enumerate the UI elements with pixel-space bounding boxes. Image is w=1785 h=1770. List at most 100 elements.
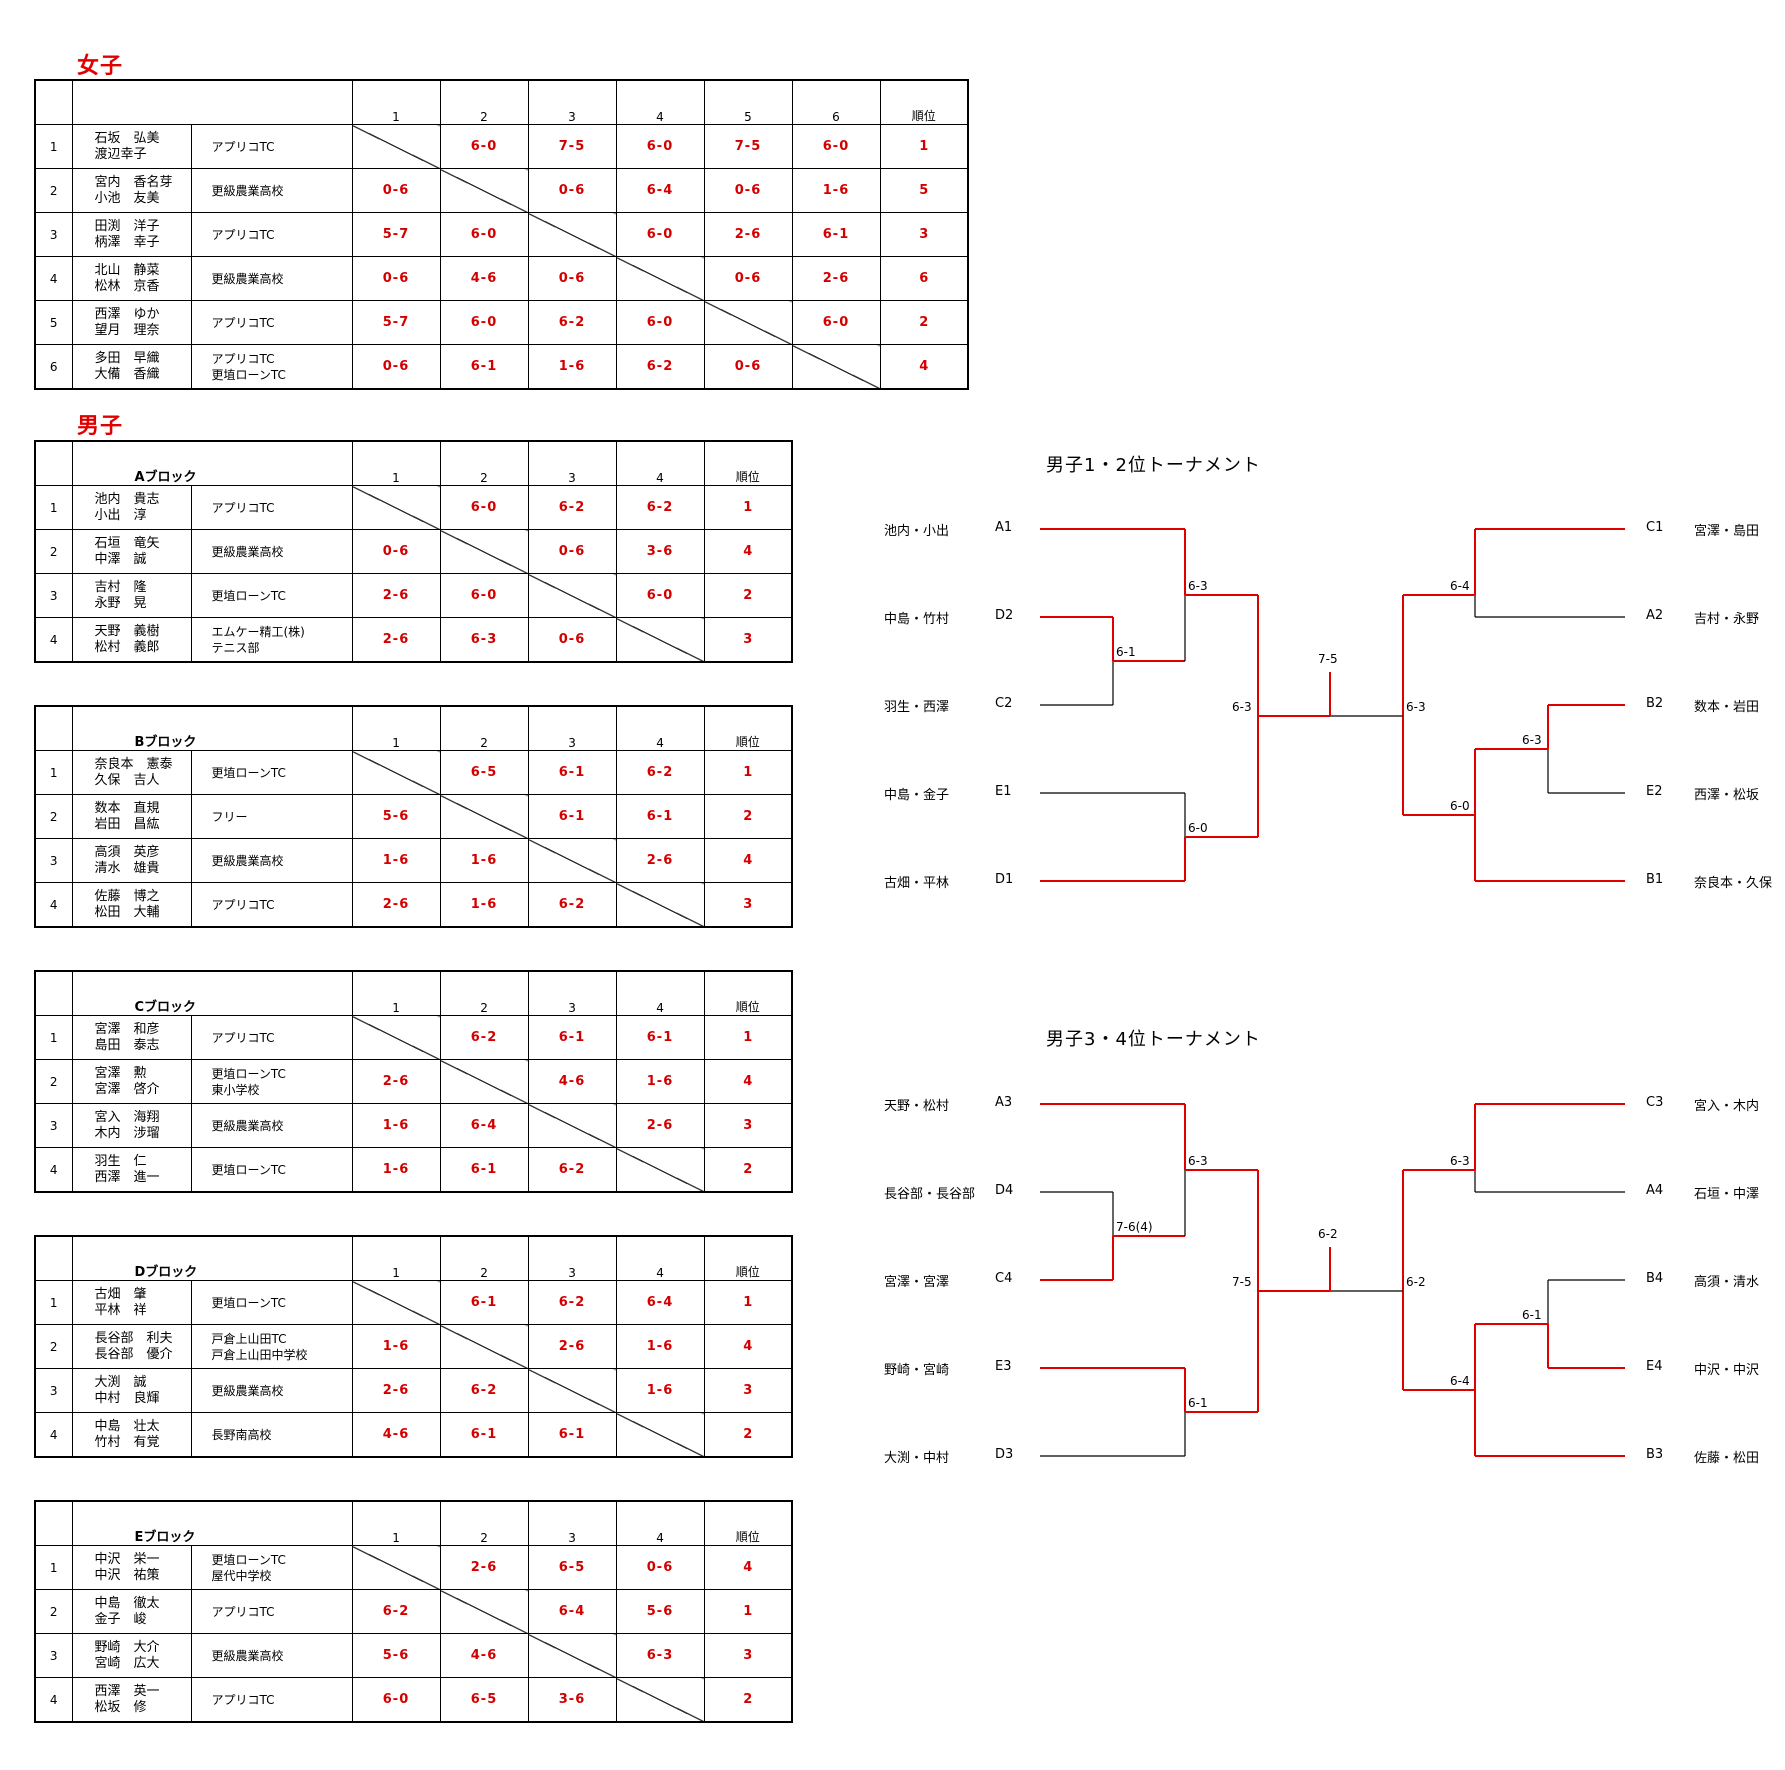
- player-2: 島田 泰志: [94, 1037, 160, 1053]
- score-cell: 2-6: [615, 838, 705, 883]
- club-names: 更級農業高校: [190, 1633, 353, 1678]
- left-seed: A1: [995, 520, 1013, 535]
- score-cell: 6-5: [439, 1677, 529, 1723]
- right-team-name: 宮澤・島田: [1694, 524, 1760, 539]
- score-cell: 6-3: [439, 617, 529, 663]
- right-team-name: 西澤・松坂: [1694, 788, 1760, 803]
- score-cell: 6-1: [791, 212, 881, 257]
- header-opponent-4: 4: [615, 440, 705, 486]
- score-cell: 5-6: [351, 1633, 441, 1678]
- score-cell: 6-2: [615, 485, 705, 530]
- row-index: 3: [34, 838, 73, 883]
- score-cell: 1-6: [351, 1103, 441, 1148]
- club-names: エムケー精工(株)テニス部: [190, 617, 353, 663]
- club-1: アプリコTC: [211, 1692, 275, 1707]
- club-names: 更埴ローンTC: [190, 1147, 353, 1193]
- player-2: 松田 大輔: [94, 904, 160, 920]
- self-match-cell: [351, 1280, 441, 1325]
- rank-cell: 4: [703, 1059, 793, 1104]
- rank-cell: 2: [703, 794, 793, 839]
- score-cell: 6-0: [439, 485, 529, 530]
- women-section-title: 女子: [77, 54, 124, 79]
- score-cell: 4-6: [527, 1059, 617, 1104]
- player-names: 宮内 香名芽小池 友美: [71, 168, 192, 213]
- club-1: 更埴ローンTC: [211, 765, 286, 780]
- score-cell: 2-6: [351, 1368, 441, 1413]
- men-section-title: 男子: [77, 414, 124, 439]
- player-2: 松林 京香: [94, 278, 160, 294]
- self-match-cell: [527, 573, 617, 618]
- score-label: 6-3: [1188, 1154, 1208, 1168]
- header-rank: 順位: [703, 705, 793, 751]
- self-match-cell: [527, 1103, 617, 1148]
- header-opponent-1: 1: [351, 440, 441, 486]
- score-label: 6-2: [1318, 1227, 1338, 1241]
- score-cell: 0-6: [527, 529, 617, 574]
- score-cell: 0-6: [351, 529, 441, 574]
- player-1: 西澤 英一: [94, 1683, 160, 1699]
- header-opponent-3: 3: [527, 1500, 617, 1546]
- row-index: 2: [34, 1324, 73, 1369]
- score-cell: 2-6: [791, 256, 881, 301]
- header-index-cell: [34, 1235, 73, 1281]
- player-1: 田渕 洋子: [94, 218, 160, 234]
- left-seed: D4: [995, 1183, 1014, 1198]
- club-names: 更埴ローンTC: [190, 750, 353, 795]
- block-name: Aブロック: [71, 440, 353, 486]
- player-2: 望月 理奈: [94, 322, 160, 338]
- player-names: 羽生 仁西澤 進一: [71, 1147, 192, 1193]
- header-opponent-2: 2: [439, 970, 529, 1016]
- rank-cell: 3: [703, 617, 793, 663]
- rank-cell: 1: [703, 485, 793, 530]
- player-1: 古畑 肇: [94, 1286, 147, 1302]
- club-names: アプリコTC: [190, 1589, 353, 1634]
- club-names: 更級農業高校: [190, 838, 353, 883]
- player-2: 宮澤 啓介: [94, 1081, 160, 1097]
- score-cell: 6-1: [439, 1412, 529, 1458]
- player-1: 中島 壮太: [94, 1418, 160, 1434]
- row-index: 4: [34, 256, 73, 301]
- score-cell: 6-1: [527, 1412, 617, 1458]
- row-index: 2: [34, 794, 73, 839]
- player-2: 久保 吉人: [94, 772, 160, 788]
- player-1: 石坂 弘美: [94, 130, 160, 146]
- club-1: アプリコTC: [211, 1604, 275, 1619]
- row-index: 2: [34, 1589, 73, 1634]
- score-cell: 0-6: [527, 168, 617, 213]
- player-names: 北山 静菜松林 京香: [71, 256, 192, 301]
- self-match-cell: [615, 256, 705, 301]
- player-names: 佐藤 博之松田 大輔: [71, 882, 192, 928]
- left-seed: E1: [995, 784, 1012, 799]
- player-2: 渡辺幸子: [94, 146, 147, 162]
- score-cell: 0-6: [351, 256, 441, 301]
- player-names: 吉村 隆永野 晃: [71, 573, 192, 618]
- self-match-cell: [351, 1015, 441, 1060]
- rank-cell: 2: [703, 1412, 793, 1458]
- right-seed: B4: [1646, 1271, 1664, 1286]
- club-1: 更級農業高校: [211, 853, 284, 868]
- row-index: 6: [34, 344, 73, 390]
- score-cell: 6-1: [439, 344, 529, 390]
- score-cell: 6-1: [615, 1015, 705, 1060]
- left-seed: C4: [995, 1271, 1013, 1286]
- club-1: アプリコTC: [211, 315, 275, 330]
- player-1: 宮入 海翔: [94, 1109, 160, 1125]
- player-2: 小出 淳: [94, 507, 147, 523]
- self-match-cell: [703, 300, 793, 345]
- score-cell: 4-6: [351, 1412, 441, 1458]
- right-team-name: 宮入・木内: [1694, 1099, 1760, 1114]
- score-cell: 6-0: [439, 300, 529, 345]
- club-1: 戸倉上山田TC: [211, 1331, 287, 1346]
- score-cell: 0-6: [351, 344, 441, 390]
- score-cell: 0-6: [703, 256, 793, 301]
- player-names: 古畑 肇平林 祥: [71, 1280, 192, 1325]
- header-opponent-2: 2: [439, 1235, 529, 1281]
